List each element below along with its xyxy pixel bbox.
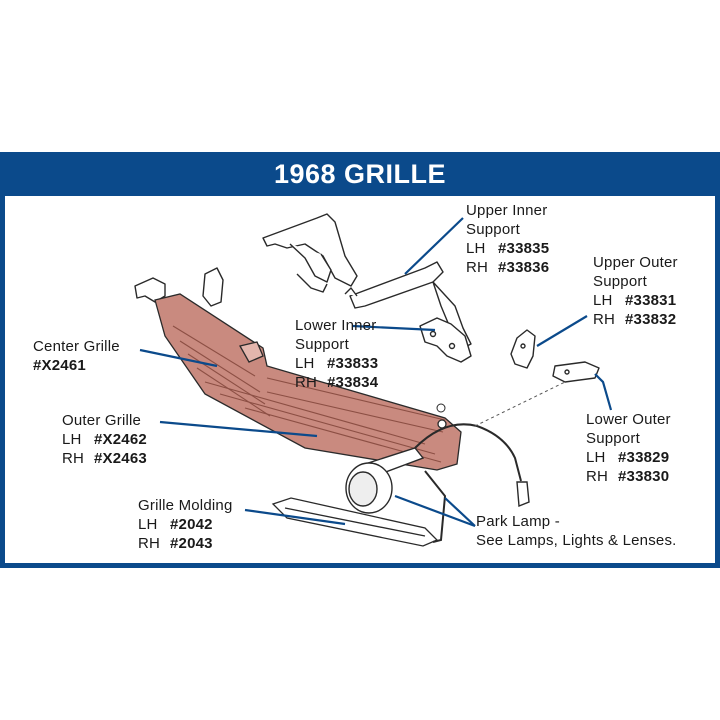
side-label: LH xyxy=(586,449,606,466)
callout-label-line: Support xyxy=(295,336,349,353)
callout-label-line: Upper Inner xyxy=(466,202,548,219)
leader-lower-inner-support xyxy=(352,324,436,332)
park-lamp-drawing xyxy=(345,423,530,543)
side-label: RH xyxy=(593,311,616,328)
part-number-row: LH #33829 xyxy=(586,448,671,467)
leader-center-grille xyxy=(139,348,218,368)
side-label: RH xyxy=(466,259,489,276)
side-label: LH xyxy=(62,431,82,448)
diagram-frame: 1968 GRILLE xyxy=(0,152,720,568)
leader-upper-outer-support xyxy=(536,315,588,347)
part-number-row: LH #33831 xyxy=(593,291,678,310)
callout-label-line: Lower Inner xyxy=(295,317,377,334)
callout-label-line: Center Grille xyxy=(33,338,120,355)
callout-label-line: Grille Molding xyxy=(138,497,233,514)
leader-lower-outer-support xyxy=(594,373,613,411)
part-number: #33832 xyxy=(625,311,677,328)
upper-inner-support-long-drawing xyxy=(344,261,472,349)
part-number: #33833 xyxy=(327,355,379,372)
part-number: #X2463 xyxy=(94,450,147,467)
alignment-dashed-line xyxy=(474,381,566,427)
lower-inner-support-drawing xyxy=(419,317,472,363)
part-number-row: RH #33834 xyxy=(295,373,378,392)
leader-park-lamp-b xyxy=(444,497,476,527)
leader-outer-grille xyxy=(159,420,318,438)
leader-park-lamp-a xyxy=(394,494,476,528)
part-number: #X2461 xyxy=(33,357,86,374)
callout-label-line: Support xyxy=(466,221,520,238)
side-label: LH xyxy=(466,240,486,257)
callout-label-line: Outer Grille xyxy=(62,412,142,429)
part-number: #33830 xyxy=(618,468,670,485)
lower-outer-support-drawing xyxy=(552,361,600,383)
part-number: #33834 xyxy=(327,374,379,391)
callout-label-line: Upper Outer xyxy=(593,254,678,271)
callout-park-lamp: Park Lamp - See Lamps, Lights & Lenses. xyxy=(476,512,677,550)
side-label: RH xyxy=(295,374,318,391)
side-label: LH xyxy=(295,355,315,372)
part-number: #2043 xyxy=(170,535,213,552)
callout-label-line: Support xyxy=(586,430,640,447)
part-number-row: #X2461 xyxy=(33,356,120,375)
part-number: #33829 xyxy=(618,449,670,466)
side-label: RH xyxy=(62,450,85,467)
part-number-row: RH #X2463 xyxy=(62,449,147,468)
part-number-row: RH #33832 xyxy=(593,310,678,329)
part-number: #2042 xyxy=(170,516,213,533)
side-label: LH xyxy=(593,292,613,309)
side-label: RH xyxy=(138,535,161,552)
parts-illustration xyxy=(134,213,613,547)
callout-center-grille: Center Grille #X2461 xyxy=(33,337,120,375)
upper-inner-support-drawing xyxy=(262,213,358,293)
callout-label-line: Park Lamp - xyxy=(476,513,560,530)
part-number-row: LH #33833 xyxy=(295,354,378,373)
part-number: #33835 xyxy=(498,240,550,257)
leader-upper-inner-support xyxy=(404,217,464,275)
part-number-row: RH #33830 xyxy=(586,467,671,486)
callout-label-line: See Lamps, Lights & Lenses. xyxy=(476,532,677,549)
leader-grille-molding xyxy=(244,508,346,526)
part-number-row: LH #X2462 xyxy=(62,430,147,449)
diagram-title: 1968 GRILLE xyxy=(273,158,447,189)
callout-label-line: Support xyxy=(593,273,647,290)
part-number-row: RH #2043 xyxy=(138,534,233,553)
part-number-row: LH #33835 xyxy=(466,239,549,258)
part-number: #33836 xyxy=(498,259,550,276)
part-number: #33831 xyxy=(625,292,677,309)
screw-drawing xyxy=(436,403,446,413)
upper-outer-support-drawing xyxy=(510,329,536,369)
part-number-row: RH #33836 xyxy=(466,258,549,277)
side-label: RH xyxy=(586,468,609,485)
part-number-row: LH #2042 xyxy=(138,515,233,534)
part-number: #X2462 xyxy=(94,431,147,448)
side-label: LH xyxy=(138,516,158,533)
callout-label-line: Lower Outer xyxy=(586,411,671,428)
